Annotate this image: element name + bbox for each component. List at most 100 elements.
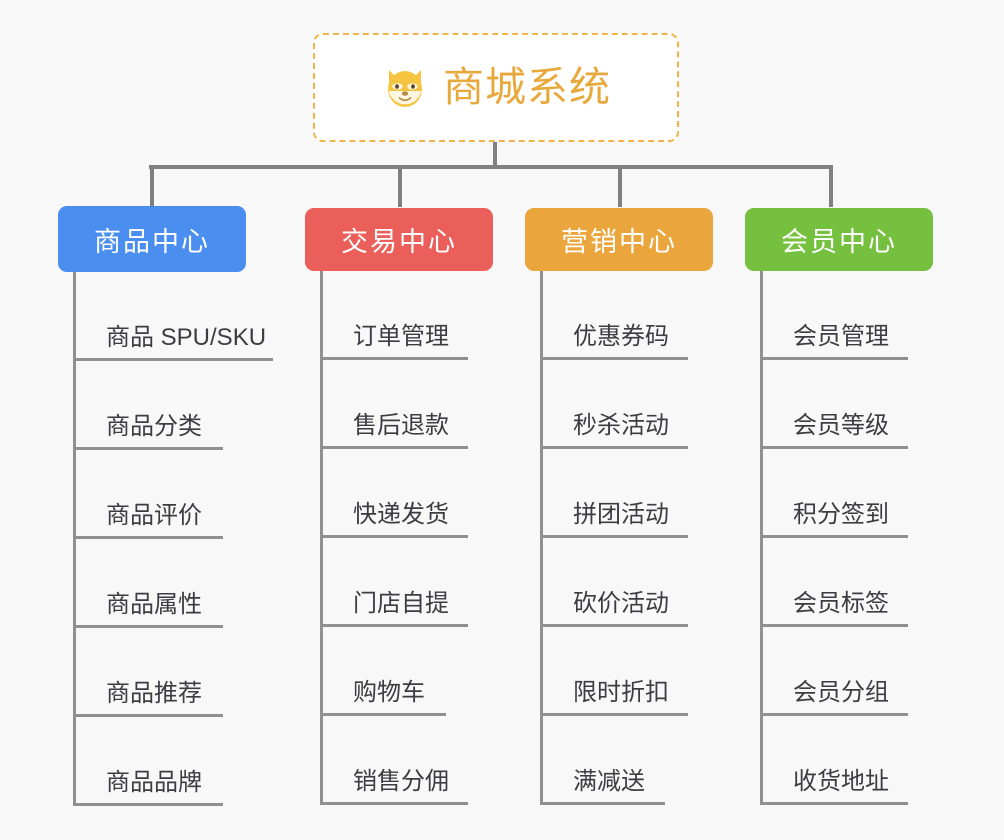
list-item[interactable]: 商品分类 [73,361,246,450]
leaf-label: 订单管理 [353,323,449,350]
root-node[interactable]: 商城系统 [313,33,679,142]
leaf-label: 砍价活动 [573,590,669,617]
leaf-label: 优惠券码 [573,323,669,350]
connector-root-stem [493,142,497,169]
leaf-list-trade-center: 订单管理 售后退款 快递发货 门店自提 购物车 销售分佣 [320,271,493,805]
list-item[interactable]: 收货地址 [760,716,933,805]
leaf-underline [320,357,468,360]
leaf-underline [73,714,223,717]
list-item[interactable]: 优惠券码 [540,271,713,360]
leaf-underline [320,802,468,805]
leaf-underline [73,536,223,539]
leaf-label: 会员分组 [793,679,889,706]
leaf-underline [320,535,468,538]
leaf-underline [760,802,908,805]
branch-marketing-center: 营销中心 优惠券码 秒杀活动 拼团活动 砍价活动 限时折扣 [525,206,713,805]
root-title: 商城系统 [443,64,611,110]
dog-face-icon [381,64,429,112]
leaf-label: 积分签到 [793,501,889,528]
list-item[interactable]: 会员管理 [760,271,933,360]
list-item[interactable]: 销售分佣 [320,716,493,805]
leaf-underline [760,446,908,449]
leaf-label: 限时折扣 [573,679,669,706]
leaf-underline [73,625,223,628]
list-item[interactable]: 商品品牌 [73,717,246,806]
category-title: 交易中心 [341,227,457,257]
leaf-list-marketing-center: 优惠券码 秒杀活动 拼团活动 砍价活动 限时折扣 满减送 [540,271,713,805]
leaf-underline [320,713,446,716]
list-item[interactable]: 满减送 [540,716,713,805]
leaf-underline [73,358,273,361]
leaf-label: 会员管理 [793,323,889,350]
branch-trade-center: 交易中心 订单管理 售后退款 快递发货 门店自提 购物车 [305,206,493,805]
list-item[interactable]: 积分签到 [760,449,933,538]
leaf-label: 会员等级 [793,412,889,439]
leaf-label: 收货地址 [793,768,889,795]
list-item[interactable]: 售后退款 [320,360,493,449]
leaf-underline [760,624,908,627]
leaf-label: 商品分类 [106,413,202,440]
leaf-label: 商品品牌 [106,769,202,796]
leaf-underline [540,802,665,805]
leaf-list-member-center: 会员管理 会员等级 积分签到 会员标签 会员分组 收货地址 [760,271,933,805]
leaf-underline [760,713,908,716]
leaf-underline [540,446,688,449]
leaf-underline [73,447,223,450]
list-item[interactable]: 会员标签 [760,538,933,627]
leaf-label: 拼团活动 [573,501,669,528]
list-item[interactable]: 会员分组 [760,627,933,716]
connector-horizontal-bus [149,165,832,169]
leaf-label: 商品 SPU/SKU [106,324,267,351]
list-item[interactable]: 秒杀活动 [540,360,713,449]
list-item[interactable]: 购物车 [320,627,493,716]
connector-drop-4 [829,165,833,207]
leaf-underline [540,713,688,716]
branch-member-center: 会员中心 会员管理 会员等级 积分签到 会员标签 会员分组 [745,206,933,805]
leaf-underline [320,624,468,627]
leaf-spine [73,272,76,806]
category-header-marketing-center[interactable]: 营销中心 [525,208,713,271]
leaf-label: 商品属性 [106,591,202,618]
leaf-spine [760,271,763,805]
leaf-label: 购物车 [353,679,425,706]
leaf-label: 售后退款 [353,412,449,439]
leaf-label: 商品评价 [106,502,202,529]
list-item[interactable]: 门店自提 [320,538,493,627]
leaf-label: 秒杀活动 [573,412,669,439]
leaf-underline [760,357,908,360]
leaf-underline [760,535,908,538]
category-header-member-center[interactable]: 会员中心 [745,208,933,271]
leaf-underline [540,535,688,538]
list-item[interactable]: 商品评价 [73,450,246,539]
leaf-label: 门店自提 [353,590,449,617]
connector-drop-1 [150,165,154,207]
list-item[interactable]: 快递发货 [320,449,493,538]
category-title: 营销中心 [561,227,677,257]
category-title: 会员中心 [781,227,897,257]
leaf-label: 快递发货 [353,501,449,528]
leaf-underline [73,803,223,806]
leaf-underline [320,446,468,449]
connector-drop-3 [618,165,622,207]
leaf-underline [540,624,688,627]
leaf-underline [540,357,688,360]
leaf-spine [320,271,323,805]
list-item[interactable]: 会员等级 [760,360,933,449]
list-item[interactable]: 订单管理 [320,271,493,360]
leaf-list-product-center: 商品 SPU/SKU 商品分类 商品评价 商品属性 商品推荐 商品品牌 [73,272,273,806]
category-title: 商品中心 [94,226,210,257]
leaf-label: 会员标签 [793,590,889,617]
leaf-label: 销售分佣 [353,768,449,795]
list-item[interactable]: 商品 SPU/SKU [73,272,273,361]
connector-drop-2 [398,165,402,207]
category-header-trade-center[interactable]: 交易中心 [305,208,493,271]
list-item[interactable]: 商品属性 [73,539,246,628]
category-header-product-center[interactable]: 商品中心 [58,206,246,272]
leaf-label: 满减送 [573,768,645,795]
list-item[interactable]: 限时折扣 [540,627,713,716]
leaf-label: 商品推荐 [106,680,202,707]
list-item[interactable]: 砍价活动 [540,538,713,627]
leaf-spine [540,271,543,805]
list-item[interactable]: 商品推荐 [73,628,246,717]
list-item[interactable]: 拼团活动 [540,449,713,538]
